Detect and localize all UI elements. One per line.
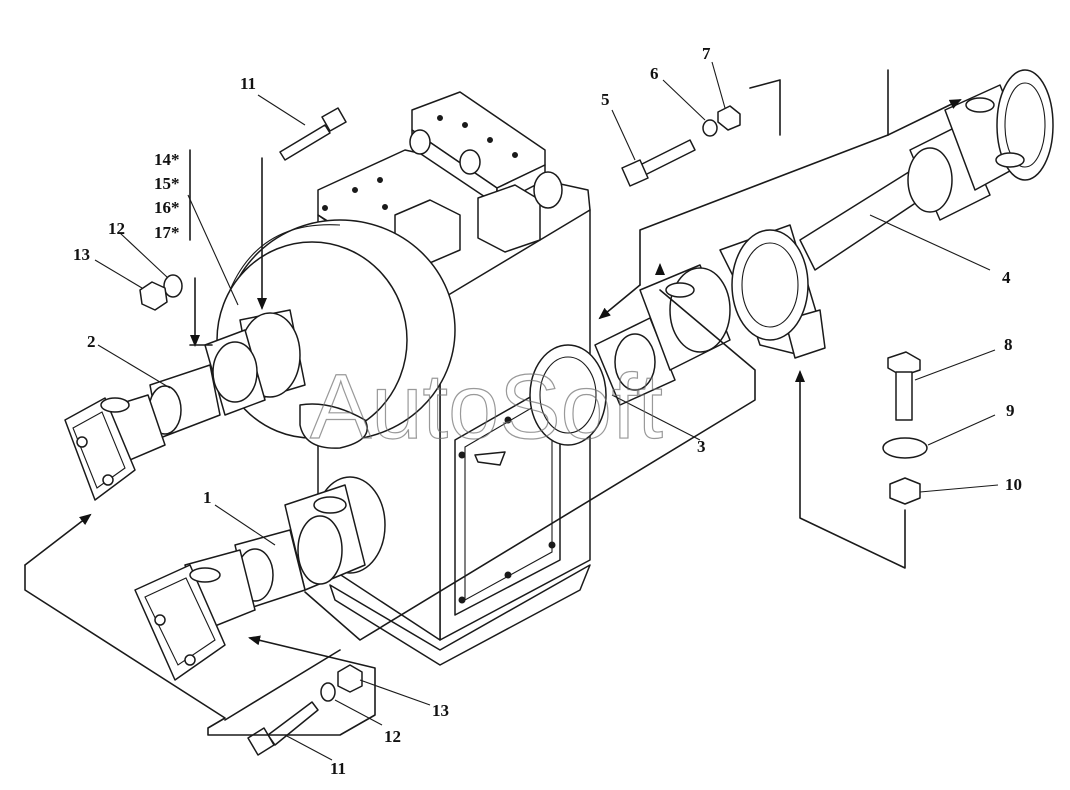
label-13-bottom: 13 [432, 701, 449, 720]
nut-7 [717, 105, 741, 131]
cardan-shaft-lower-left [134, 476, 386, 681]
label-10: 10 [1005, 475, 1022, 494]
bolt-11-top [279, 107, 347, 161]
label-5: 5 [601, 90, 610, 109]
callout-labels: 1 2 3 4 5 6 7 8 9 10 11 11 12 12 13 13 1… [73, 44, 1022, 778]
label-6: 6 [650, 64, 659, 83]
washer-6 [702, 119, 718, 137]
leader-lines [94, 61, 999, 761]
watermark-text: AutoSoft [310, 356, 663, 458]
bolt-5 [621, 139, 696, 187]
label-11-top: 11 [240, 74, 256, 93]
label-8: 8 [1004, 335, 1013, 354]
nut-13-bottom [337, 664, 363, 693]
assembly-arrows [24, 69, 962, 736]
bolt-8 [887, 351, 921, 421]
washer-9 [882, 437, 928, 459]
washer-12-left [163, 274, 183, 298]
label-12-bottom: 12 [384, 727, 401, 746]
nut-10 [889, 477, 921, 505]
label-1: 1 [203, 488, 212, 507]
label-13-left: 13 [73, 245, 90, 264]
label-7: 7 [702, 44, 711, 63]
label-3: 3 [697, 437, 706, 456]
washer-12-bottom [320, 682, 336, 702]
label-2: 2 [87, 332, 96, 351]
label-12-left: 12 [108, 219, 125, 238]
propeller-shaft-with-support [719, 69, 1054, 359]
label-17: 17* [154, 223, 180, 242]
label-4: 4 [1002, 268, 1011, 287]
label-15: 15* [154, 174, 180, 193]
cardan-shaft-upper-left [64, 309, 306, 501]
label-14: 14* [154, 150, 180, 169]
label-9: 9 [1006, 401, 1015, 420]
label-11-bottom: 11 [330, 759, 346, 778]
nut-13-left [139, 281, 168, 311]
label-16: 16* [154, 198, 180, 217]
